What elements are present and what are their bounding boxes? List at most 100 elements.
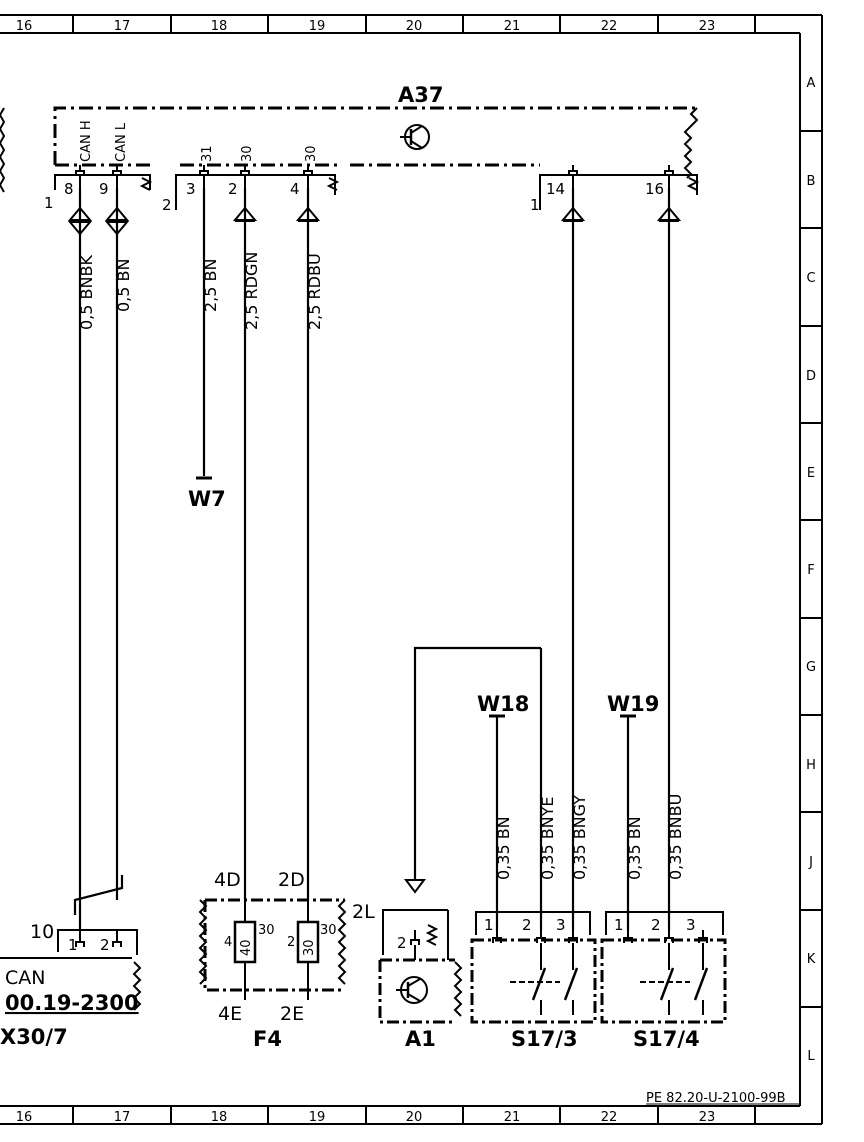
a37-control-unit: A37 — [53, 83, 699, 179]
wire-label-bn: 0,35 BN — [494, 816, 513, 880]
a37-pin: 3 — [186, 180, 196, 198]
x30-pin: 10 — [30, 921, 54, 943]
a37-signal-can-h: CAN H — [79, 120, 94, 162]
a1-pin: 2 — [397, 934, 407, 952]
col-label-bottom: 17 — [114, 1110, 131, 1125]
a37-pin: 8 — [64, 180, 74, 198]
sheet-frame — [0, 14, 823, 1125]
a37-pin: 16 — [645, 180, 664, 198]
row-label: J — [808, 855, 813, 870]
wire-label-bn: 0,35 BN — [625, 816, 644, 880]
f4-pin: 4 — [224, 935, 232, 950]
a1-terminal-2l: 2L — [352, 901, 375, 923]
f4-terminal: 4E — [218, 1003, 242, 1025]
row-label: L — [807, 1049, 815, 1064]
row-label: E — [807, 466, 815, 481]
f4-terminal: 2E — [280, 1003, 304, 1025]
col-label-top: 17 — [114, 19, 131, 34]
ground-bars — [196, 476, 636, 718]
col-label-bottom: 21 — [504, 1110, 521, 1125]
x30-7-label: X30/7 — [0, 1025, 68, 1049]
row-label: A — [807, 76, 816, 91]
column-ruler — [72, 15, 756, 1124]
a1-component — [378, 879, 463, 1024]
wire-label-bngy: 0,35 BNGY — [570, 795, 589, 880]
document-reference: PE 82.20-U-2100-99B — [646, 1091, 786, 1106]
a37-signal-31: 31 — [200, 145, 215, 162]
s17-3-pin: 3 — [556, 916, 566, 934]
x30-pin: 1 — [68, 936, 78, 954]
break-mark — [0, 107, 6, 193]
a37-signal-30a: 30 — [240, 145, 255, 162]
wire-label-bnbu: 0,35 BNBU — [666, 794, 685, 880]
a37-connectors — [54, 174, 700, 210]
a37-pin: 9 — [99, 180, 109, 198]
x30-7-connector — [0, 929, 142, 1011]
f4-terminal: 4D — [214, 869, 241, 891]
wire-label-bn: 2,5 BN — [201, 259, 220, 312]
s17-4-pin: 1 — [614, 916, 624, 934]
a37-group-label: 1 — [44, 194, 54, 212]
a37-label: A37 — [398, 83, 443, 107]
f4-pin: 30 — [258, 923, 275, 938]
pin-terminals — [75, 165, 674, 188]
wire-can-jump — [73, 875, 124, 915]
a37-signal-can-l: CAN L — [114, 122, 129, 162]
s17-3-switch — [470, 911, 597, 1024]
s17-3-pin: 2 — [522, 916, 532, 934]
a37-pin: 14 — [546, 180, 565, 198]
col-label-top: 16 — [16, 19, 33, 34]
f4-terminal: 2D — [278, 869, 305, 891]
col-label-bottom: 20 — [406, 1110, 423, 1125]
col-label-top: 23 — [699, 19, 716, 34]
col-label-top: 19 — [309, 19, 326, 34]
f4-label: F4 — [253, 1027, 282, 1051]
a1-label: A1 — [405, 1027, 436, 1051]
col-label-top: 22 — [601, 19, 618, 34]
a37-pin: 4 — [290, 180, 300, 198]
col-label-bottom: 23 — [699, 1110, 716, 1125]
row-label: K — [807, 952, 816, 967]
col-label-bottom: 18 — [211, 1110, 228, 1125]
s17-3-pin: 1 — [484, 916, 494, 934]
wire-label-rdgn: 2,5 RDGN — [242, 252, 261, 330]
can-reference[interactable]: 00.19-2300 — [5, 991, 139, 1015]
s17-3-label: S17/3 — [511, 1027, 578, 1051]
w18-label: W18 — [477, 692, 529, 716]
w7-label: W7 — [188, 487, 226, 511]
w19-label: W19 — [607, 692, 659, 716]
row-label: F — [807, 563, 814, 578]
row-ruler — [800, 130, 822, 1008]
connector-arrows — [67, 206, 682, 236]
col-label-bottom: 16 — [16, 1110, 33, 1125]
wire-label-bnye: 0,35 BNYE — [538, 796, 557, 880]
col-label-bottom: 19 — [309, 1110, 326, 1125]
wires — [73, 188, 671, 930]
a37-pin: 2 — [228, 180, 238, 198]
a37-group-label: 1 — [530, 196, 540, 214]
wire-a1-loop — [413, 646, 541, 880]
wire-label-bnbk: 0,5 BNBK — [77, 255, 96, 330]
wire-label-rdbu: 2,5 RDBU — [305, 253, 324, 330]
row-label: D — [806, 369, 816, 384]
row-label: G — [806, 660, 816, 675]
s17-4-pin: 2 — [651, 916, 661, 934]
col-label-bottom: 22 — [601, 1110, 618, 1125]
can-label: CAN — [5, 967, 45, 989]
f4-pin: 2 — [287, 935, 295, 950]
x30-pin: 2 — [100, 936, 110, 954]
f4-fuse-rating: 30 — [302, 939, 317, 956]
a37-group-label: 2 — [162, 196, 172, 214]
f4-pin: 30 — [320, 923, 337, 938]
f4-fuse-block — [198, 898, 347, 1000]
row-label: B — [807, 174, 816, 189]
row-label: H — [806, 758, 816, 773]
a37-signal-30b: 30 — [304, 145, 319, 162]
col-label-top: 21 — [504, 19, 521, 34]
col-label-top: 20 — [406, 19, 423, 34]
s17-4-pin: 3 — [686, 916, 696, 934]
wire-label-bn: 0,5 BN — [114, 259, 133, 312]
s17-4-label: S17/4 — [633, 1027, 700, 1051]
row-label: C — [806, 271, 815, 286]
